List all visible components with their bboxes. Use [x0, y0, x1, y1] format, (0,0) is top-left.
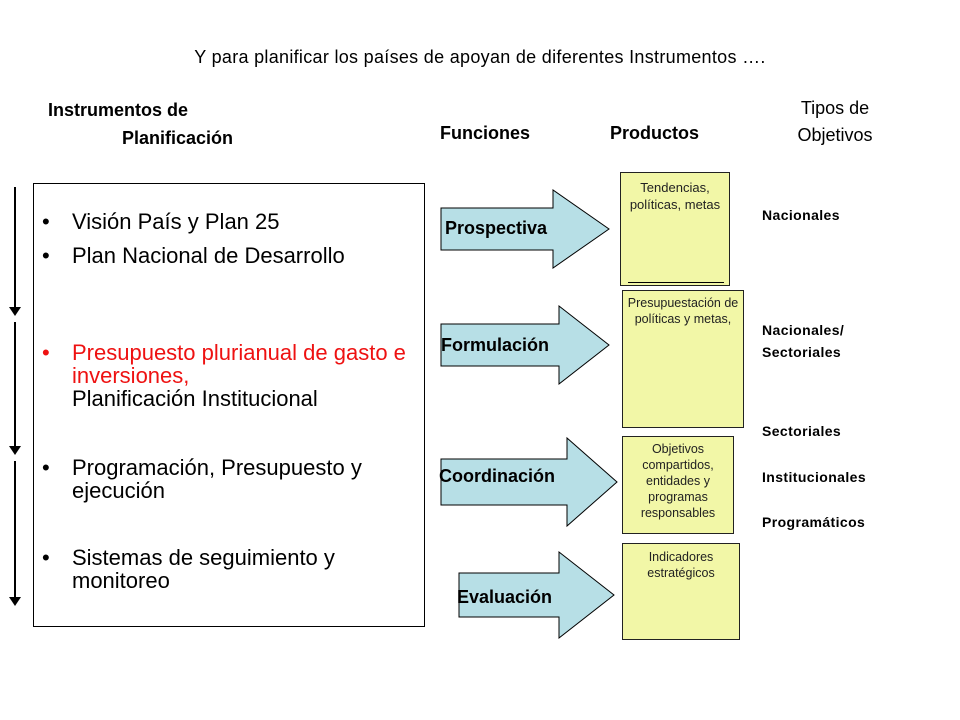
coordinacion-arrow [440, 436, 618, 528]
tipos-header-line2: Objetivos [797, 125, 873, 145]
instrumento-text: Plan Nacional de Desarrollo [72, 243, 345, 268]
formulacion-arrow [440, 304, 610, 386]
flow-line-1 [14, 187, 16, 309]
producto-text: Indicadores estratégicos [647, 550, 715, 580]
tipo-objetivo: Programáticos [762, 514, 866, 530]
tipo-objetivo: Sectoriales [762, 344, 842, 360]
bullet-dot: • [42, 340, 50, 365]
tipos-header: Tipos de Objetivos [770, 95, 900, 149]
funcion-label-formulacion: Formulación [441, 335, 550, 355]
producto-underline [628, 282, 724, 283]
instrumentos-header-line2: Planificación [122, 128, 234, 148]
producto-box: Tendencias, políticas, metas [620, 172, 730, 286]
tipo-objetivo: Sectoriales [762, 423, 842, 439]
flow-arrowhead-3 [9, 597, 21, 606]
instrumento-item: • Visión País y Plan 25 [42, 209, 417, 234]
tipos-header-line1: Tipos de [800, 98, 870, 118]
instrumento-text: Planificación Institucional [72, 386, 318, 411]
evaluacion-arrow [458, 550, 615, 640]
producto-text: Presupuestación de políticas y metas, [627, 296, 739, 326]
instrumento-text: Visión País y Plan 25 [72, 209, 280, 234]
instrumento-text-red: Presupuesto plurianual de gasto e invers… [72, 340, 406, 388]
instrumento-item: • Programación, Presupuesto y ejecución [42, 455, 417, 503]
instrumento-item: • Presupuesto plurianual de gasto e inve… [42, 340, 417, 411]
instrumento-text: Programación, Presupuesto y ejecución [72, 455, 362, 503]
bullet-dot: • [42, 209, 50, 234]
flow-arrowhead-2 [9, 446, 21, 455]
funciones-header: Funciones [440, 123, 531, 143]
flow-arrowhead-1 [9, 307, 21, 316]
instrumento-item: • Sistemas de seguimiento y monitoreo [42, 545, 417, 593]
producto-text: Tendencias, políticas, metas [629, 180, 721, 212]
funcion-label-coordinacion: Coordinación [439, 466, 555, 486]
flow-line-2 [14, 322, 16, 448]
prospectiva-arrow [440, 189, 610, 269]
bullet-dot: • [42, 455, 50, 480]
tipo-objetivo: Institucionales [762, 469, 867, 485]
producto-box: Objetivos compartidos, entidades y progr… [622, 436, 734, 534]
slide-title: Y para planificar los países de apoyan d… [194, 47, 766, 67]
funcion-label-prospectiva: Prospectiva [445, 218, 548, 238]
tipo-objetivo: Nacionales [762, 207, 840, 223]
bullet-dot: • [42, 243, 50, 268]
instrumentos-box: • Visión País y Plan 25 • Plan Nacional … [33, 183, 425, 627]
tipo-objetivo: Nacionales/ [762, 322, 845, 338]
instrumentos-header: Instrumentos de Planificación [30, 96, 320, 152]
instrumento-item: • Plan Nacional de Desarrollo [42, 243, 417, 268]
flow-line-3 [14, 461, 16, 599]
instrumento-text: Sistemas de seguimiento y monitoreo [72, 545, 335, 593]
producto-text: Objetivos compartidos, entidades y progr… [640, 442, 716, 520]
bullet-dot: • [42, 545, 50, 570]
productos-header: Productos [610, 123, 700, 143]
instrumentos-header-line1: Instrumentos de [48, 100, 189, 120]
funcion-label-evaluacion: Evaluación [457, 587, 553, 607]
producto-box: Presupuestación de políticas y metas, [622, 290, 744, 428]
producto-box: Indicadores estratégicos [622, 543, 740, 640]
